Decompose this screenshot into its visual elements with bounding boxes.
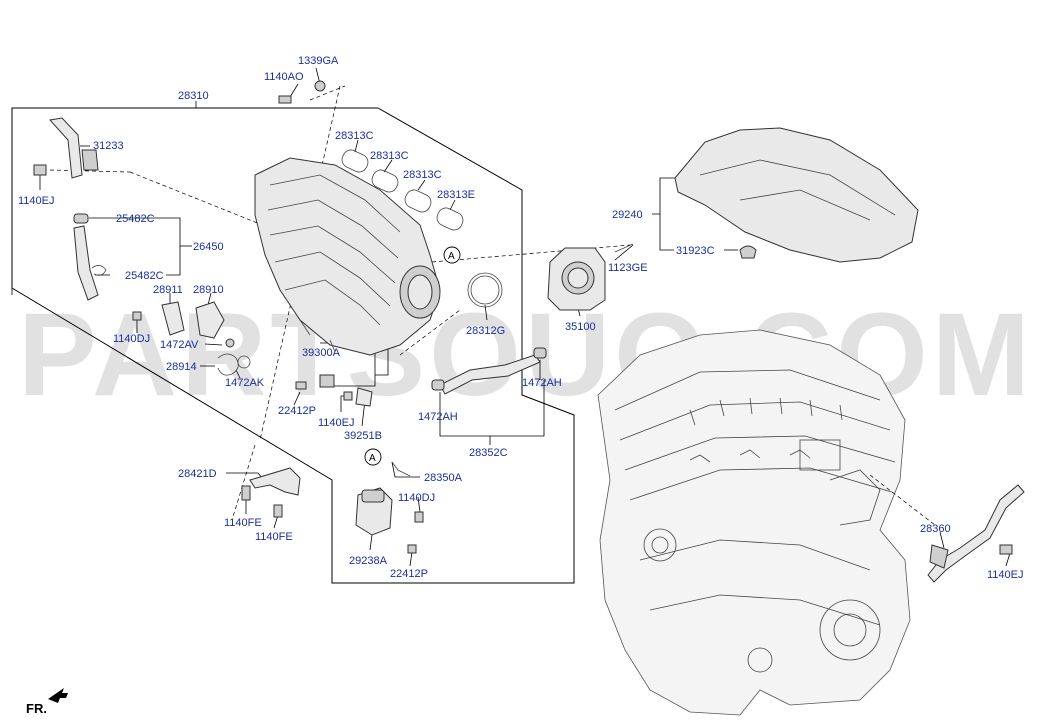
- label-1140DJ-b: 1140DJ: [398, 492, 435, 504]
- label-28350A: 28350A: [424, 472, 463, 484]
- label-35100: 35100: [565, 321, 596, 333]
- label-28310: 28310: [178, 90, 209, 102]
- manifold-gaskets: [341, 149, 503, 308]
- label-28313C-a: 28313C: [335, 130, 374, 142]
- reference-marker-a-1: A: [443, 246, 461, 264]
- label-1123GE: 1123GE: [608, 262, 648, 274]
- label-28312G: 28312G: [466, 325, 505, 337]
- label-28352C: 28352C: [469, 447, 508, 459]
- label-22412P-a: 22412P: [278, 405, 316, 417]
- label-1140EJ-a: 1140EJ: [18, 195, 55, 207]
- label-28914: 28914: [166, 361, 197, 373]
- engine-block: [597, 329, 911, 716]
- label-29240: 29240: [612, 209, 643, 221]
- label-39251B: 39251B: [344, 430, 382, 442]
- dashed-connections: [49, 85, 936, 526]
- reference-marker-a-2: A: [364, 448, 382, 466]
- label-28313C-c: 28313C: [403, 169, 442, 181]
- intake-manifold: [254, 157, 441, 356]
- label-1140FE-b: 1140FE: [255, 531, 293, 543]
- label-31923C: 31923C: [676, 245, 715, 257]
- fr-label: FR.: [26, 701, 47, 716]
- orientation-indicator: FR.: [26, 688, 68, 716]
- small-parts: [132, 80, 547, 407]
- label-39300A: 39300A: [302, 347, 341, 359]
- label-1140AO: 1140AO: [264, 71, 304, 83]
- svg-text:A: A: [369, 453, 376, 464]
- label-31233: 31233: [93, 140, 124, 152]
- label-28313E: 28313E: [437, 189, 475, 201]
- engine-cover: [674, 127, 919, 263]
- throttle-body: [547, 243, 634, 311]
- svg-text:A: A: [448, 251, 455, 262]
- label-25482C-a: 25482C: [116, 213, 155, 225]
- label-1472AV: 1472AV: [160, 339, 199, 351]
- front-arrow-icon: [48, 688, 68, 703]
- label-1140EJ-b: 1140EJ: [318, 417, 355, 429]
- bracket-and-valve: [241, 461, 424, 554]
- label-28313C-b: 28313C: [370, 150, 409, 162]
- label-28910: 28910: [193, 284, 224, 296]
- label-1140DJ-a: 1140DJ: [113, 333, 150, 345]
- label-1472AH-b: 1472AH: [522, 377, 562, 389]
- part-labels: 1339GA 1140AO 28310 31233 1140EJ 25482C …: [18, 55, 1024, 581]
- label-28911: 28911: [153, 284, 183, 296]
- label-26450: 26450: [193, 241, 224, 253]
- label-25482C-b: 25482C: [125, 270, 164, 282]
- label-28360: 28360: [920, 523, 951, 535]
- label-1472AH-a: 1472AH: [418, 411, 458, 423]
- label-1339GA: 1339GA: [298, 55, 339, 67]
- label-29238A: 29238A: [349, 555, 388, 567]
- label-22412P-b: 22412P: [390, 568, 428, 580]
- assembly-frame: [11, 107, 575, 584]
- label-1472AK: 1472AK: [225, 377, 265, 389]
- label-1140EJ-c: 1140EJ: [987, 569, 1024, 581]
- label-1140FE-a: 1140FE: [224, 517, 262, 529]
- hoses-left: [33, 117, 107, 301]
- dipstick-guide: [927, 484, 1025, 583]
- label-28421D: 28421D: [178, 468, 217, 480]
